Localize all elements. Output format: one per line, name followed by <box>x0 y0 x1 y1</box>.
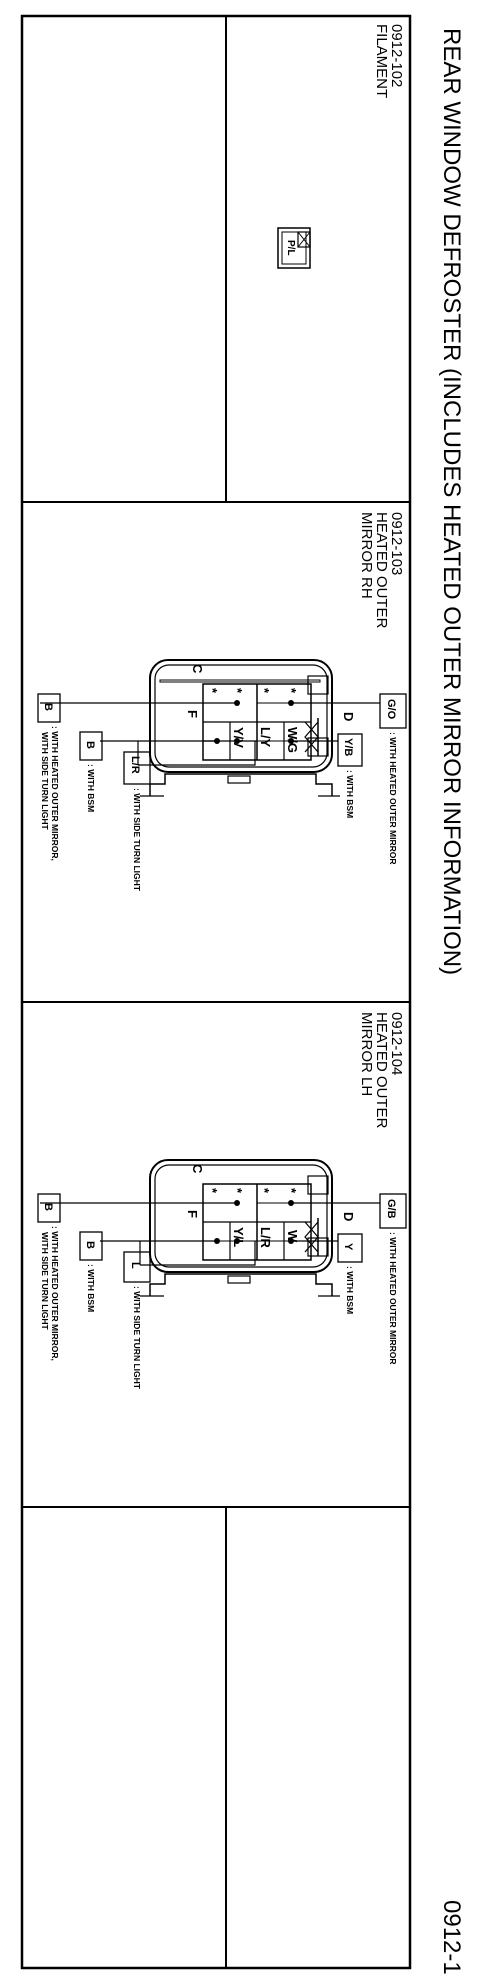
wire-note-2: WITH SIDE TURN LIGHT <box>40 732 50 831</box>
pin-letter-c: C <box>190 1164 205 1174</box>
connector-housing <box>140 659 340 797</box>
pin-grid: * * * * W/G L/Y Y/V <box>202 683 319 761</box>
pin-4: * <box>257 688 272 694</box>
wire-color: B <box>84 741 96 749</box>
pin-letter-f: F <box>185 1210 200 1218</box>
wire-color: B <box>42 703 54 711</box>
pin-6: L/Y <box>258 727 273 748</box>
pin-2: * <box>205 1188 220 1194</box>
wire-b-bsm: B : WITH BSM <box>79 731 103 812</box>
connector-housing <box>140 1159 340 1297</box>
wire-note: : WITH HEATED OUTER MIRROR, <box>50 1226 60 1361</box>
connector-name-line2: MIRROR LH <box>358 1012 375 1096</box>
wires <box>40 700 380 766</box>
wire-color: Y <box>342 1243 354 1251</box>
pin-letter-c: C <box>190 664 205 674</box>
wire-b-mirror: B : WITH HEATED OUTER MIRROR, WITH SIDE … <box>37 693 61 861</box>
pin-grid: * * * * W L/R Y/L <box>202 1183 319 1261</box>
pin-6: L/R <box>258 1227 273 1249</box>
pin-2: * <box>205 688 220 694</box>
wire-g-b: G/B : WITH HEATED OUTER MIRROR <box>379 1193 407 1365</box>
connector-code: 0912-104 <box>388 1012 405 1075</box>
connector-code: 0912-103 <box>388 512 405 575</box>
filament-terminal-icon: P/L <box>277 227 311 269</box>
wire-note: : WITH BSM <box>345 1266 355 1314</box>
wire-y: Y : WITH BSM <box>337 1233 363 1314</box>
connector-name-line1: HEATED OUTER <box>373 1012 390 1129</box>
wire-note: : WITH BSM <box>345 770 355 818</box>
wire-l-r: L/R : WITH SIDE TURN LIGHT <box>123 751 151 892</box>
wire-b-mirror: B : WITH HEATED OUTER MIRROR, WITH SIDE … <box>37 1193 61 1361</box>
pin-letter-d: D <box>341 1212 356 1221</box>
pin-1: * <box>230 688 245 694</box>
pin-3: * <box>284 1188 299 1194</box>
connector-code: 0912-102 <box>388 24 405 87</box>
pin-7: Y/L <box>231 1227 246 1247</box>
wire-note-2: WITH SIDE TURN LIGHT <box>40 1232 50 1331</box>
wire-color: G/O <box>385 699 397 720</box>
pin-letter-f: F <box>185 710 200 718</box>
page-title: REAR WINDOW DEFROSTER (INCLUDES HEATED O… <box>438 28 465 975</box>
wire-color: B <box>84 1241 96 1249</box>
diagram-frame <box>20 14 412 1970</box>
connector-name-line2: MIRROR RH <box>358 512 375 599</box>
page-number: 0912-1 <box>438 1900 465 1975</box>
pin-letter-d: D <box>341 712 356 721</box>
wire-color: L/R <box>129 756 141 774</box>
wires <box>40 1200 380 1266</box>
wire-note: : WITH HEATED OUTER MIRROR, <box>50 726 60 861</box>
wire-color: L <box>129 1262 141 1269</box>
wire-note: : WITH BSM <box>86 764 96 812</box>
wire-color: G/B <box>385 1199 397 1219</box>
wire-g-o: G/O : WITH HEATED OUTER MIRROR <box>379 693 407 865</box>
pin-4: * <box>257 1188 272 1194</box>
wire-color: Y/B <box>342 738 354 756</box>
wire-note: : WITH BSM <box>86 1264 96 1312</box>
connector-name-line1: HEATED OUTER <box>373 512 390 629</box>
wire-note: : WITH HEATED OUTER MIRROR <box>388 1232 398 1365</box>
filament-pin-label: P/L <box>285 240 296 256</box>
connector-0912-102: 0912-102 FILAMENT P/L <box>277 24 405 269</box>
pin-3: * <box>284 688 299 694</box>
connector-0912-104: 0912-104 HEATED OUTER MIRROR LH * * <box>37 1012 407 1390</box>
wire-note: : WITH SIDE TURN LIGHT <box>132 788 142 892</box>
pin-7: Y/V <box>231 727 246 748</box>
wire-l: L : WITH SIDE TURN LIGHT <box>123 1251 151 1390</box>
wire-note: : WITH HEATED OUTER MIRROR <box>388 732 398 865</box>
connector-name: FILAMENT <box>373 24 390 98</box>
connector-0912-103: 0912-103 HEATED OUTER MIRROR RH <box>37 512 407 892</box>
wire-color: B <box>42 1203 54 1211</box>
wire-note: : WITH SIDE TURN LIGHT <box>132 1286 142 1390</box>
wire-b-bsm: B : WITH BSM <box>79 1231 103 1312</box>
pin-1: * <box>230 1188 245 1194</box>
wire-y-b: Y/B : WITH BSM <box>337 733 363 818</box>
